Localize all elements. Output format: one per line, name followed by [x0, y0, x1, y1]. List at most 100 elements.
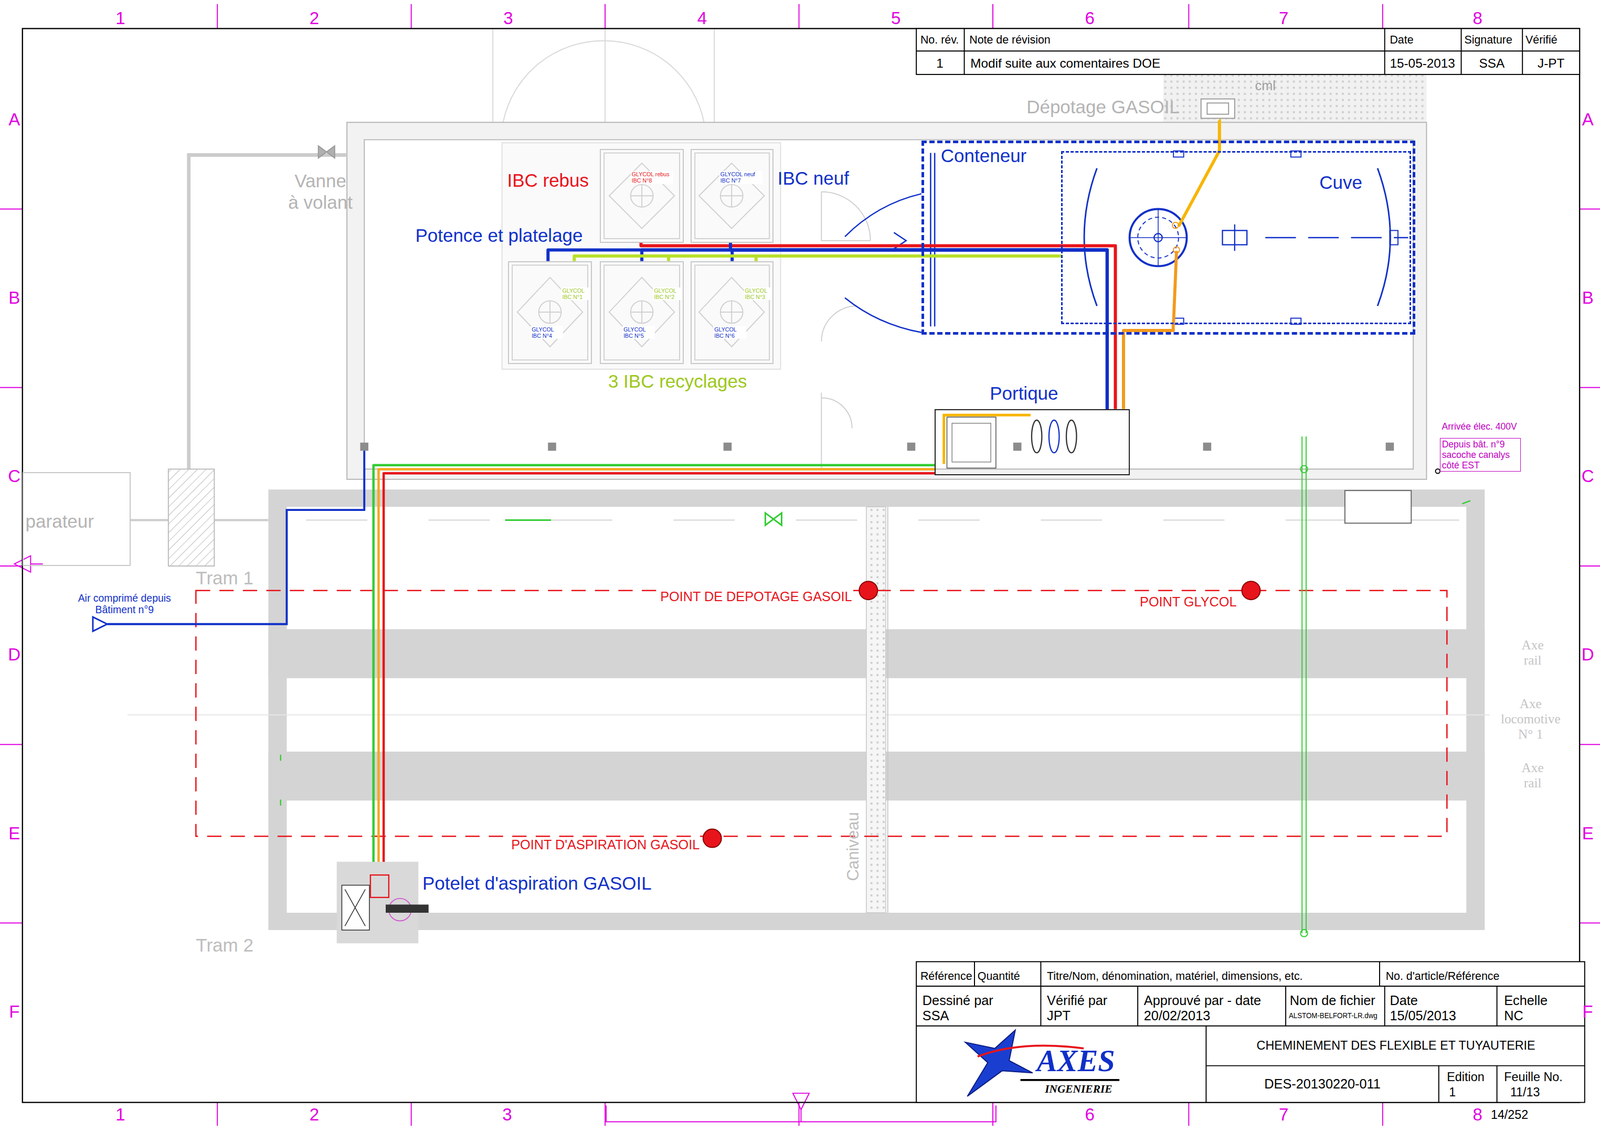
gutter-label: Caniveau: [843, 812, 863, 882]
grid-number: 6: [1085, 8, 1095, 29]
suction-post-detail: [344, 889, 366, 927]
tank-detail: [1084, 168, 1391, 306]
tank-detail: [1234, 224, 1236, 252]
grid-number: 2: [309, 1105, 320, 1126]
node-text: parateur: [25, 511, 94, 533]
drawing-title: CHEMINEMENT DES FLEXIBLE ET TUYAUTERIE: [1256, 1039, 1536, 1054]
grid-letter: A: [8, 109, 20, 130]
green-line: [505, 519, 552, 522]
logo-text: INGENIERIE: [1044, 1083, 1112, 1097]
field-value: ALSTOM-BELFORT-LR.dwg: [1288, 1011, 1378, 1021]
gantry-detail: [944, 415, 1031, 464]
field-value: JPT: [1046, 1008, 1071, 1024]
node-text: GLYCOL IBC N°5: [622, 326, 655, 340]
pillar: [907, 442, 916, 452]
tank-pipe: [1173, 250, 1177, 325]
company-logo: [1020, 1079, 1120, 1082]
valve-symbol: [318, 145, 335, 158]
node-text: Portique: [989, 383, 1058, 405]
grid-letter: A: [1582, 109, 1594, 130]
grid-number: 3: [503, 8, 513, 29]
drawing-number: DES-20130220-011: [1264, 1076, 1381, 1093]
green-line: [1300, 929, 1308, 938]
grid-tick: [30, 563, 43, 565]
grid-letter: B: [1582, 288, 1594, 309]
container-door: [844, 193, 922, 237]
logo-text: AXES: [1036, 1043, 1116, 1079]
field-name: Nom de fichier: [1289, 993, 1376, 1009]
table-header: Titre/Nom, dénomination, matériel, dimen…: [1046, 970, 1303, 984]
tank-detail: [1265, 237, 1408, 239]
point-label: POINT DE DEPOTAGE GASOIL: [659, 589, 854, 605]
ibc-tank: GLYCOL neuf IBC N°7: [690, 149, 774, 243]
table-cell: 1: [936, 56, 944, 71]
pillar: [1013, 442, 1022, 452]
field-value: 20/02/2013: [1143, 1008, 1211, 1024]
title-block: [916, 961, 1585, 1103]
page-number: 14/252: [1490, 1108, 1529, 1123]
sink-symbol: [1201, 99, 1235, 119]
node-text: GLYCOL IBC N°4: [530, 326, 564, 340]
gantry-detail: [1048, 420, 1059, 453]
green-line: [280, 436, 1471, 938]
sheet-frame: [22, 28, 1580, 1103]
field-name: Edition: [1446, 1070, 1485, 1085]
title-block: [916, 961, 1585, 1103]
table-header: Date: [1389, 33, 1414, 47]
field-value: 11/13: [1510, 1085, 1541, 1100]
pipe-route: [1217, 120, 1222, 151]
power-box: [1344, 490, 1412, 524]
field-name: Date: [1389, 993, 1418, 1009]
grid-number: 8: [1472, 1105, 1482, 1126]
point-marker: [703, 829, 722, 849]
ibc-tank: GLYCOL IBC N°3GLYCOL IBC N°6: [690, 261, 774, 365]
table-cell: J-PT: [1537, 56, 1565, 71]
table-header: Note de révision: [969, 33, 1051, 47]
grid-number: 6: [1085, 1105, 1095, 1126]
grid-letter: E: [8, 823, 20, 844]
tank-pipe: [1172, 222, 1179, 229]
pipe-route: [756, 256, 1062, 262]
grid-tick: [800, 1109, 802, 1122]
pipe-route: [547, 249, 1108, 409]
field-value: 1: [1448, 1085, 1456, 1100]
grid-letter: C: [7, 466, 21, 487]
pillar: [723, 442, 733, 452]
area-label: IBC rebus: [506, 170, 589, 192]
field-value: SSA: [922, 1008, 950, 1024]
tank-detail: [1084, 151, 1408, 325]
suction-post-detail: [341, 885, 370, 931]
suction-post-detail: [336, 862, 419, 945]
tank-pipe: [1172, 151, 1220, 325]
green-line: [280, 501, 1471, 807]
note-text: cml: [1255, 78, 1276, 94]
ibc-tank: GLYCOL IBC N°2GLYCOL IBC N°5: [599, 261, 684, 365]
green-line: [1300, 465, 1308, 474]
gantry-detail: [1031, 420, 1042, 453]
track-pit: [286, 506, 1467, 914]
valve-label: Vanne à volant: [287, 170, 354, 214]
ibc-tank: GLYCOL rebus IBC N°8: [599, 149, 684, 243]
area-label: Potence et platelage: [415, 225, 583, 247]
field-name: Approuvé par - date: [1143, 993, 1262, 1009]
grid-tick: [606, 1105, 996, 1122]
building-wall: [346, 122, 1427, 480]
gutter: [866, 506, 886, 914]
door-outline: [503, 40, 705, 123]
grid-tick: [0, 4, 1600, 1127]
node-text: Conteneur: [940, 145, 1027, 167]
door-swing: [821, 191, 871, 470]
node-text: Potelet d'aspiration GASOIL: [422, 873, 652, 895]
power-box: [1344, 469, 1440, 524]
pillar: [547, 442, 557, 452]
table-header: Quantité: [977, 970, 1021, 984]
sink-symbol: [1201, 99, 1235, 119]
axis-label: Axe rail: [1517, 637, 1548, 669]
ibc-tank: GLYCOL IBC N°1GLYCOL IBC N°4: [507, 261, 592, 365]
node-text: GLYCOL IBC N°2: [652, 287, 682, 301]
track-pit: [127, 489, 1490, 931]
container-door: [844, 298, 922, 333]
gutter: [866, 506, 886, 914]
